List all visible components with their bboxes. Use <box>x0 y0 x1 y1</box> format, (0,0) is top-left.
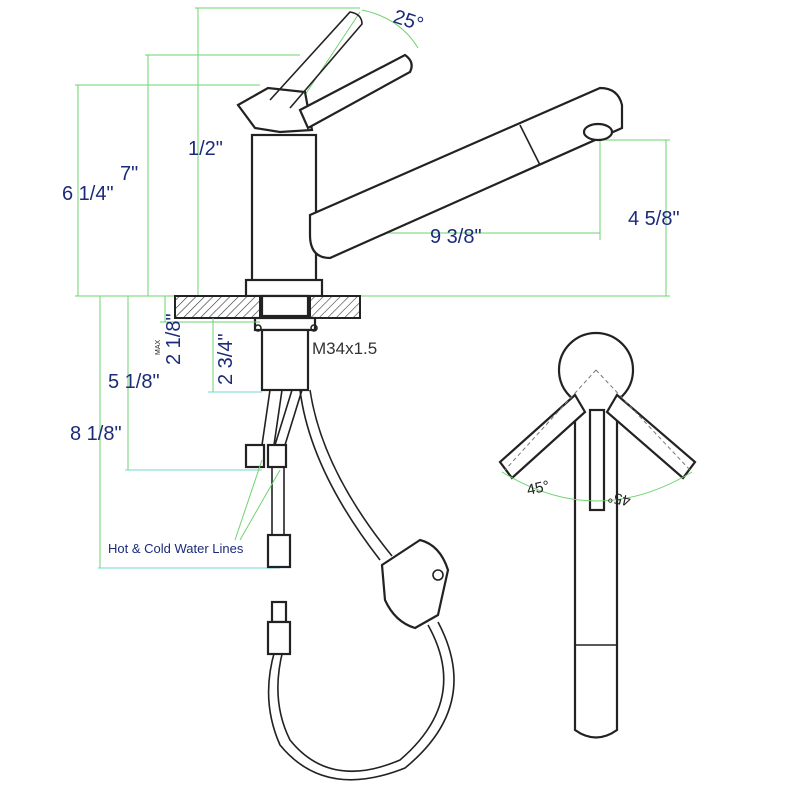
dim-label-shank: 2 3/4" <box>215 333 237 385</box>
extended-supply-line <box>271 467 285 535</box>
cold-connector <box>266 443 288 469</box>
spout-outlet <box>582 122 614 142</box>
dim-label-4-5-8: 4 5/8" <box>628 208 680 230</box>
dim-label-half: 1/2" <box>188 138 223 160</box>
pullout-hose-upper <box>299 389 381 561</box>
callout-line-cold <box>239 469 281 541</box>
handle-lever <box>298 53 413 130</box>
countertop-right <box>309 295 361 319</box>
dim-label-max: MAX <box>155 340 162 356</box>
side-view: 25° 1/2" 7" 6 1/4" 9 3/8" 4 5/8" 2 1/8" … <box>62 6 680 781</box>
supply-end-fitting <box>266 533 292 569</box>
pullout-hose-loop-outer <box>267 621 455 781</box>
pullout-hose-upper-inner <box>309 389 393 557</box>
faucet-body <box>250 133 318 287</box>
hot-supply-line <box>261 389 283 446</box>
top-view-spout <box>573 395 619 739</box>
cold-supply-line <box>274 389 303 446</box>
dim-label-angle-handle: 25° <box>390 6 426 36</box>
handle-cap <box>236 86 314 134</box>
dim-label-5-1-8: 5 1/8" <box>108 371 160 393</box>
top-view: 45° 45° <box>498 331 697 739</box>
dim-label-8-1-8: 8 1/8" <box>70 423 122 445</box>
dim-handle-angle-arc <box>361 9 419 49</box>
mounting-bolt-right <box>310 324 318 332</box>
faucet-base-ring <box>244 278 324 298</box>
dim-handle-ref-line <box>304 11 361 96</box>
handle-lever-rotated <box>269 11 363 109</box>
dim-label-6-1-4: 6 1/4" <box>62 183 114 205</box>
top-view-handle-right <box>605 393 697 480</box>
dim-label-9-3-8: 9 3/8" <box>430 226 482 248</box>
dim-label-deck: 2 1/8" <box>163 313 185 365</box>
top-view-angle-arc <box>501 471 693 502</box>
countertop-left <box>174 295 261 319</box>
spout <box>308 86 624 260</box>
hose-weight <box>380 538 450 630</box>
dim-label-thread: M34x1.5 <box>312 339 377 358</box>
top-view-handle-center <box>588 408 606 512</box>
top-view-guide-right <box>595 369 691 471</box>
mounting-bolt-left <box>254 324 262 332</box>
hose-connector-body <box>266 620 292 656</box>
mounting-nut <box>253 316 317 332</box>
shank-top <box>260 294 310 318</box>
dim-label-7: 7" <box>120 163 138 185</box>
spout-pullout-seam <box>519 124 541 166</box>
hot-connector <box>244 443 266 469</box>
top-view-handle-left <box>498 393 587 480</box>
callout-water-lines: Hot & Cold Water Lines <box>108 541 244 556</box>
shank-thread <box>260 328 310 392</box>
hose-weight-clip <box>432 569 444 581</box>
top-view-guide-left <box>504 369 597 471</box>
hose-connector-top <box>270 600 288 624</box>
top-view-angle-right-label: 45° <box>606 488 632 509</box>
pullout-hose-loop <box>277 624 445 772</box>
callout-line-hot <box>234 459 263 541</box>
top-view-angle-left-label: 45° <box>525 478 551 499</box>
